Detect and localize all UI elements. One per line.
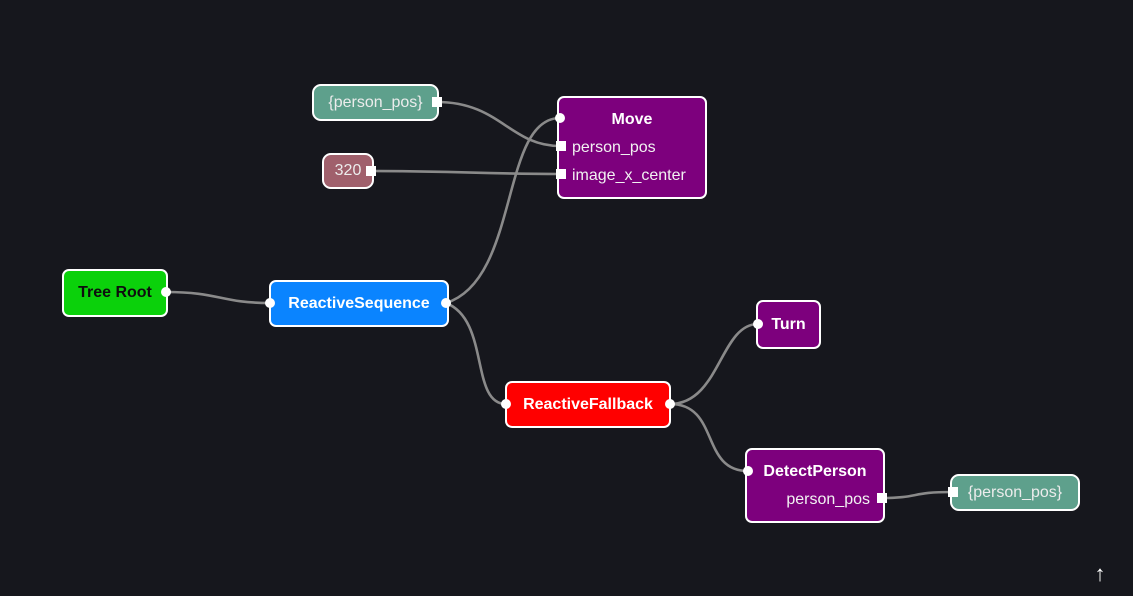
move-title: Move — [611, 111, 653, 128]
edge-sequence-to-move — [445, 116, 561, 305]
detect-person-port-person-pos: person_pos — [786, 491, 870, 508]
value-detect-person-pos[interactable]: {person_pos} — [950, 474, 1080, 511]
edge-detect-pos-to-value — [881, 490, 953, 500]
move-input-port[interactable] — [555, 113, 565, 123]
turn-node[interactable]: Turn — [756, 300, 821, 349]
reactive-sequence-node[interactable]: ReactiveSequence — [269, 280, 449, 327]
reactive-fallback-input-port[interactable] — [501, 399, 511, 409]
move-person-pos-port[interactable] — [556, 141, 566, 151]
reactive-fallback-node[interactable]: ReactiveFallback — [505, 381, 671, 428]
move-port-image-x-center: image_x_center — [572, 167, 686, 184]
edge-fallback-to-detect — [669, 402, 749, 473]
arrow-up-icon[interactable]: ↑ — [1094, 561, 1106, 586]
move-node[interactable]: Move person_pos image_x_center — [557, 96, 707, 199]
value-move-image-x-center-port[interactable] — [366, 166, 376, 176]
reactive-sequence-output-port[interactable] — [441, 298, 451, 308]
reactive-sequence-label: ReactiveSequence — [288, 294, 430, 312]
edge-fallback-to-turn — [669, 322, 759, 406]
value-move-image-x-center-text: 320 — [334, 162, 362, 179]
detect-person-title: DetectPerson — [763, 463, 867, 480]
turn-input-port[interactable] — [753, 319, 763, 329]
move-port-person-pos: person_pos — [572, 139, 656, 156]
value-move-person-pos-text: {person_pos} — [328, 93, 423, 111]
detect-person-input-port[interactable] — [743, 466, 753, 476]
tree-root-node[interactable]: Tree Root — [62, 269, 168, 317]
edge-root-to-sequence — [165, 290, 271, 305]
value-move-image-x-center[interactable]: 320 — [322, 153, 374, 189]
value-move-person-pos[interactable]: {person_pos} — [312, 84, 439, 121]
turn-label: Turn — [771, 315, 806, 333]
edge-value-to-move-person-pos — [436, 100, 561, 148]
value-detect-person-pos-port[interactable] — [948, 487, 958, 497]
move-image-x-center-port[interactable] — [556, 169, 566, 179]
reactive-fallback-label: ReactiveFallback — [523, 395, 653, 413]
tree-root-output-port[interactable] — [161, 287, 171, 297]
edge-value-to-move-image-x — [370, 169, 561, 176]
reactive-sequence-input-port[interactable] — [265, 298, 275, 308]
reactive-fallback-output-port[interactable] — [665, 399, 675, 409]
value-detect-person-pos-text: {person_pos} — [967, 483, 1063, 501]
detect-person-output-port[interactable] — [877, 493, 887, 503]
detect-person-node[interactable]: DetectPerson person_pos — [745, 448, 885, 523]
tree-root-label: Tree Root — [78, 284, 152, 301]
value-move-person-pos-port[interactable] — [432, 97, 442, 107]
edge-sequence-to-fallback — [445, 301, 507, 406]
